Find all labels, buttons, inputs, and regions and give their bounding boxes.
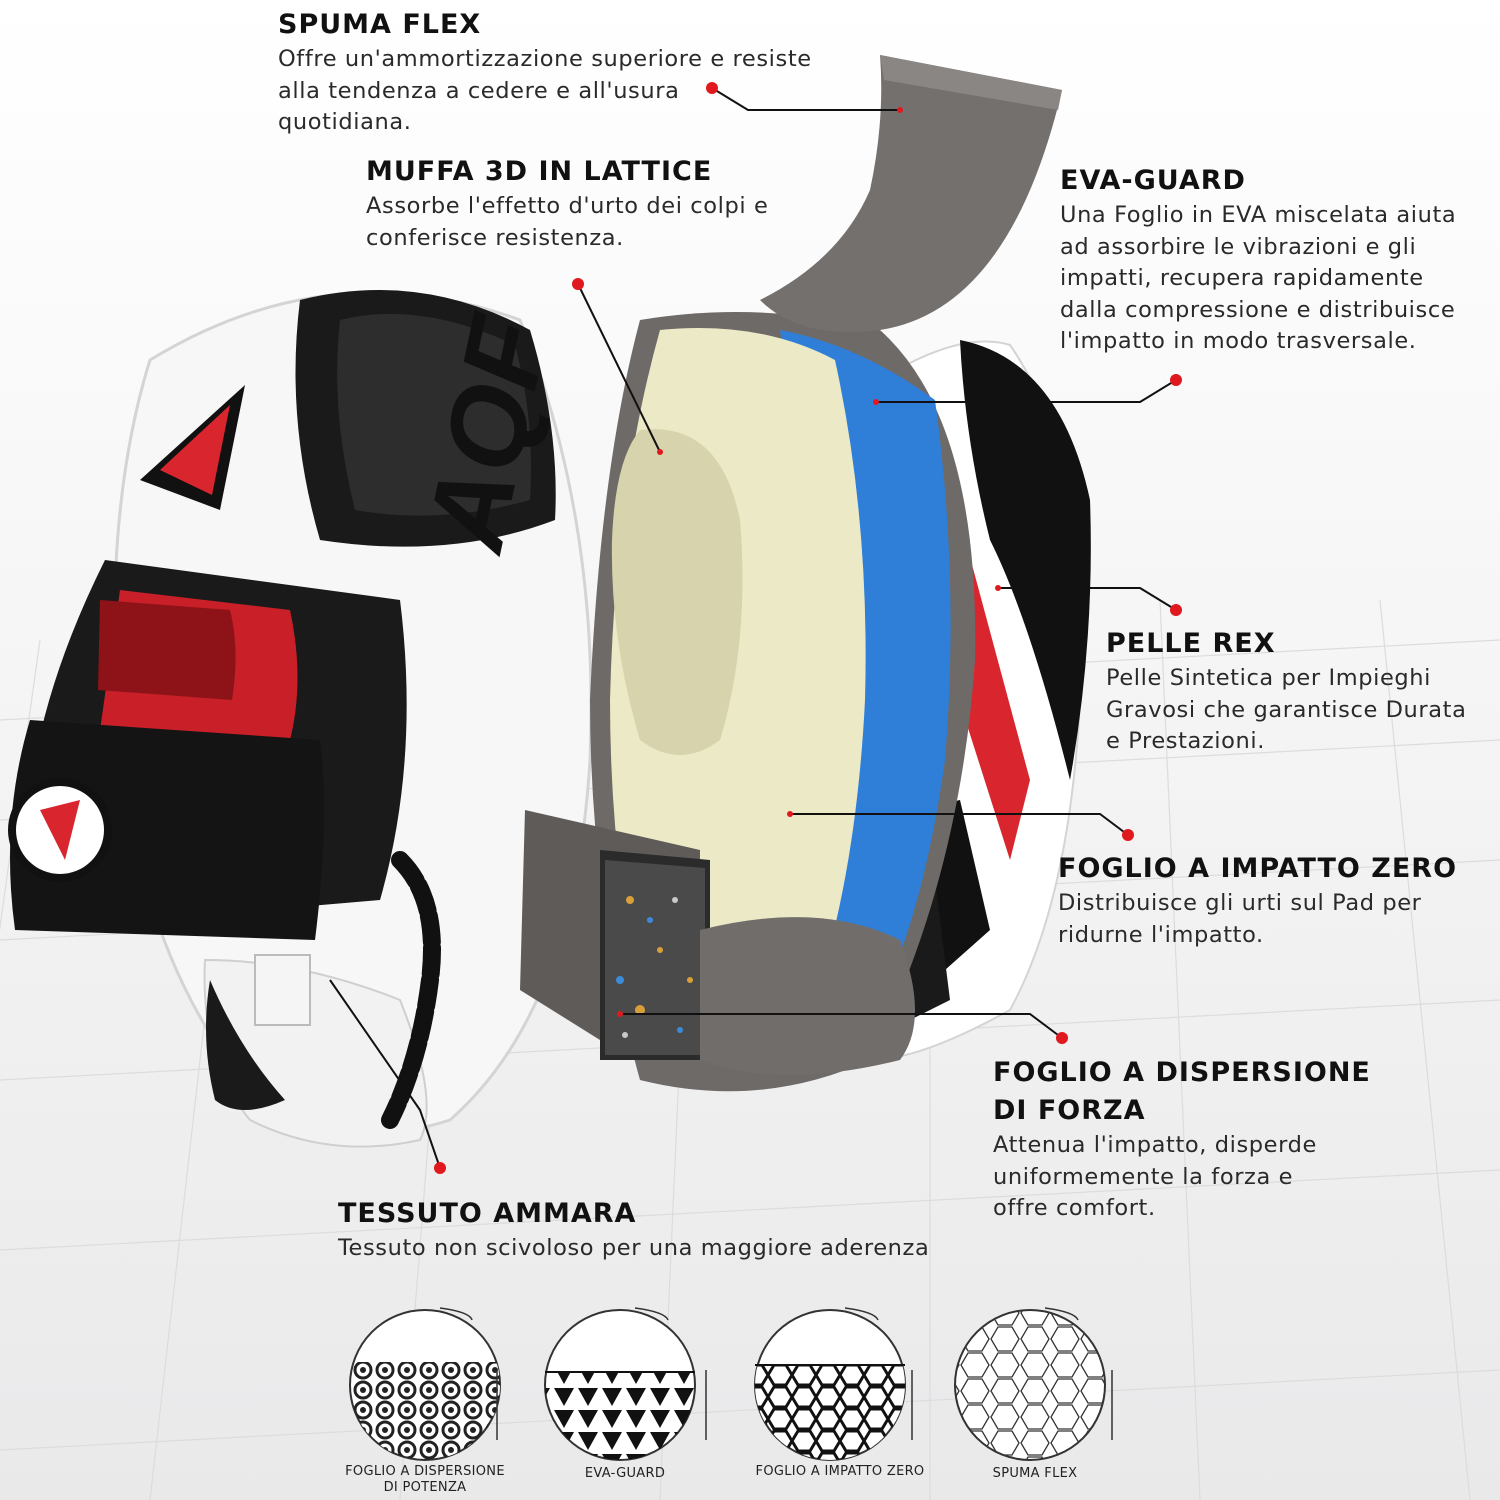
callout-spuma-flex: SPUMA FLEX Offre un'ammortizzazione supe… <box>278 6 812 139</box>
circle-label-line: DI POTENZA <box>383 1480 467 1495</box>
callout-line: Assorbe l'effetto d'urto dei colpi e <box>366 193 769 219</box>
callout-line: conferisce resistenza. <box>366 224 624 251</box>
callout-line: Una Foglio in EVA miscelata aiuta <box>1060 202 1457 228</box>
circle-label-impatto: FOGLIO A IMPATTO ZERO <box>735 1464 945 1480</box>
callout-line: Offre un'ammortizzazione superiore e res… <box>278 46 812 72</box>
right-exploded-pad <box>520 55 1091 1092</box>
circle-label-line: FOGLIO A DISPERSIONE <box>345 1464 505 1479</box>
circle-label-dispersione: FOGLIO A DISPERSIONE DI POTENZA <box>330 1464 520 1496</box>
material-circle-eva <box>544 1307 707 1461</box>
callout-line: Pelle Sintetica per Impieghi <box>1106 665 1431 691</box>
callout-line: uniformemente la forza e <box>993 1163 1294 1190</box>
callout-line: Gravosi che garantisce Durata <box>1106 696 1467 723</box>
callout-pelle-rex: PELLE REX Pelle Sintetica per Impieghi G… <box>1106 625 1466 758</box>
circle-label-line: FOGLIO A IMPATTO ZERO <box>755 1464 925 1479</box>
circle-label-line: SPUMA FLEX <box>992 1466 1078 1481</box>
callout-title: SPUMA FLEX <box>278 9 482 40</box>
leader-lines <box>329 87 1177 1169</box>
callout-title: FOGLIO A DISPERSIONE <box>993 1057 1371 1088</box>
circle-label-line: EVA-GUARD <box>584 1466 666 1481</box>
leader-dots <box>434 82 1182 1174</box>
callout-title: TESSUTO AMMARA <box>338 1198 637 1229</box>
callout-line: l'impatto in modo trasversale. <box>1060 328 1417 354</box>
callout-line: ridurne l'impatto. <box>1058 921 1264 948</box>
material-circle-spuma <box>954 1307 1113 1461</box>
callout-line: Tessuto non scivoloso per una maggiore a… <box>338 1235 930 1261</box>
callout-title: PELLE REX <box>1106 628 1276 659</box>
callout-line: Distribuisce gli urti sul Pad per <box>1058 890 1422 916</box>
callout-line: e Prestazioni. <box>1106 728 1265 754</box>
callout-eva-guard: EVA-GUARD Una Foglio in EVA miscelata ai… <box>1060 162 1456 358</box>
circle-label-eva: EVA-GUARD <box>540 1466 710 1482</box>
lacing <box>381 851 441 1129</box>
callout-line: quotidiana. <box>278 109 412 135</box>
callout-title-line2: DI FORZA <box>993 1095 1146 1126</box>
callout-line: ad assorbire le vibrazioni e gli <box>1060 233 1417 260</box>
callout-line: Attenua l'impatto, disperde <box>993 1132 1317 1158</box>
callout-muffa-3d: MUFFA 3D IN LATTICE Assorbe l'effetto d'… <box>366 153 768 254</box>
callout-tessuto-ammara: TESSUTO AMMARA Tessuto non scivoloso per… <box>338 1195 929 1265</box>
callout-foglio-dispersione: FOGLIO A DISPERSIONE DI FORZA Attenua l'… <box>993 1054 1371 1225</box>
callout-line: impatti, recupera rapidamente <box>1060 265 1424 291</box>
callout-line: dalla compressione e distribuisce <box>1060 296 1456 323</box>
callout-foglio-impatto-zero: FOGLIO A IMPATTO ZERO Distribuisce gli u… <box>1058 850 1457 951</box>
callout-title: MUFFA 3D IN LATTICE <box>366 156 713 187</box>
callout-line: alla tendenza a cedere e all'usura <box>278 77 680 104</box>
callout-title: EVA-GUARD <box>1060 165 1246 196</box>
left-focus-pad: AQF <box>8 290 593 1148</box>
callout-line: offre comfort. <box>993 1195 1156 1221</box>
callout-title: FOGLIO A IMPATTO ZERO <box>1058 853 1458 884</box>
circle-label-spuma: SPUMA FLEX <box>955 1466 1115 1482</box>
